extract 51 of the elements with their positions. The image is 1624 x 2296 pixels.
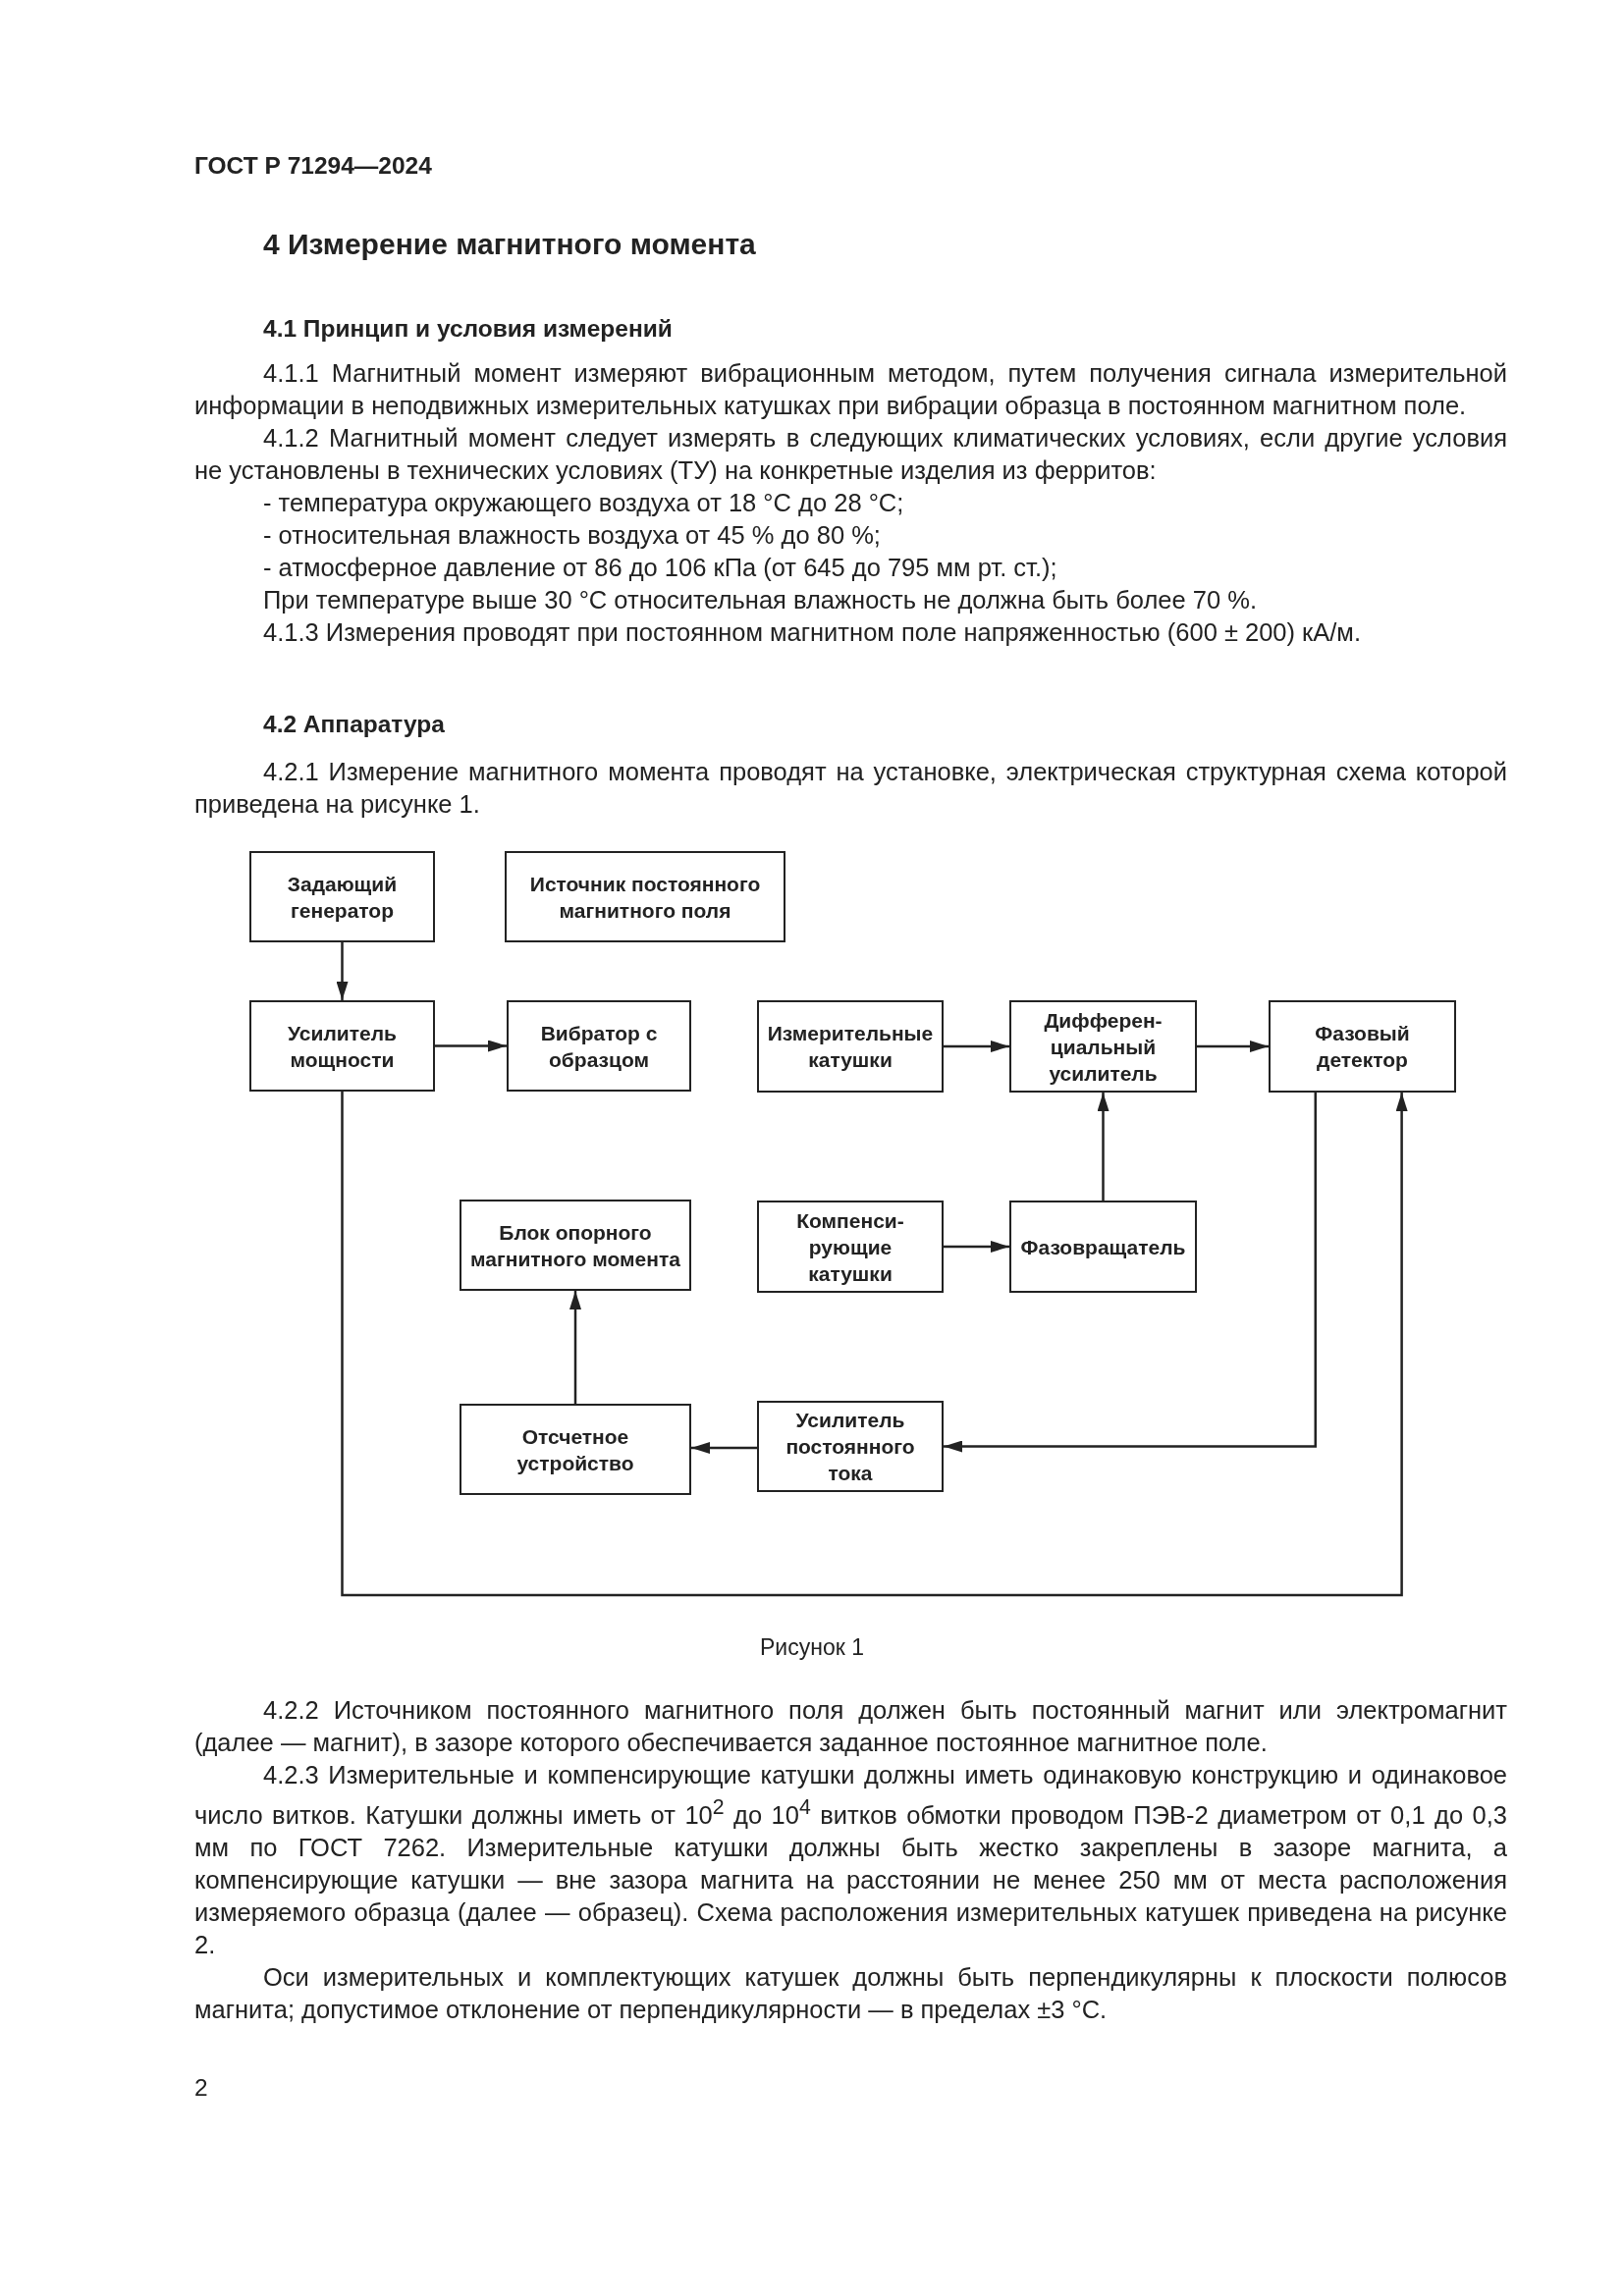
block-label: Измерительные катушки bbox=[766, 1021, 935, 1073]
paragraph: 4.1.2 Магнитный момент следует измерять в следующих климатических условиях, если другие условия не установлены в технических условиях (ТУ) на конкретные изделия из ферритов: bbox=[194, 423, 1507, 486]
block-label: Фазовый детектор bbox=[1314, 1021, 1411, 1073]
block-label: Усилитель мощности bbox=[287, 1020, 398, 1073]
arrow bbox=[944, 1041, 1009, 1052]
page-number: 2 bbox=[194, 2073, 208, 2103]
block-label: Отсчетное устройство bbox=[515, 1423, 635, 1476]
subsection-heading: 4.1 Принцип и условия измерений bbox=[263, 314, 673, 344]
block-box bbox=[1009, 1201, 1197, 1293]
block-box bbox=[505, 851, 785, 942]
list-item: При температуре выше 30 °С относительная влажность не должна быть более 70 %. bbox=[263, 585, 1258, 615]
block-label: Компенси- рующие катушки bbox=[795, 1207, 905, 1287]
paragraph: 4.1.3 Измерения проводят при постоянном магнитном поле напряженностью (600 ± 200) кА/м. bbox=[262, 617, 1362, 648]
block-box bbox=[249, 1000, 435, 1092]
arrow bbox=[435, 1040, 507, 1052]
list-item: - относительная влажность воздуха от 45 % до 80 %; bbox=[263, 520, 882, 551]
block-label: Источник постоянного магнитного поля bbox=[528, 871, 762, 924]
block-box bbox=[1269, 1000, 1456, 1093]
list-item: - атмосферное давление от 86 до 106 кПа (от 645 до 795 мм рт. ст.); bbox=[263, 553, 1058, 583]
block-box bbox=[507, 1000, 691, 1092]
block-label: Фазовращатель bbox=[1020, 1234, 1186, 1260]
block-label: Усилитель постоянного тока bbox=[785, 1408, 916, 1486]
block-label: Блок опорного магнитного момента bbox=[469, 1219, 681, 1272]
paragraph: Оси измерительных и комплектующих катушек должны быть перпендикулярны к плоскости полюсов магнита; допустимое отклонение от перпендикулярности — в пределах ±3 °С. bbox=[194, 1961, 1507, 2025]
block-label: Задающий генератор bbox=[286, 871, 399, 924]
list-item: - температура окружающего воздуха от 18 °С до 28 °С; bbox=[263, 488, 905, 518]
block-label: Дифферен- циальный усилитель bbox=[1043, 1007, 1164, 1087]
block-box bbox=[460, 1404, 691, 1495]
paragraph: 4.2.3 Измерительные и компенсирующие катушки должны иметь одинаковую конструкцию и одинаковое число витков. Катушки должны иметь от 10$^{2}$ до 10$^{4}$ витков обмотки проводом ПЭВ-2 диаметром от 0,1 до 0,3 мм по ГОСТ 7262. Измерительные катушки должны быть жестко закреплены в зазоре магнита, а компенсирующие катушки — вне зазора магнита на расстоянии не менее 250 мм от места расположения измеряемого образца (далее — образец). Схема расположения измерительных катушек приведена на рисунке 2. bbox=[194, 1760, 1507, 1960]
arrow bbox=[944, 1241, 1009, 1253]
arrow bbox=[944, 1093, 1317, 1453]
arrow bbox=[691, 1442, 757, 1454]
paragraph: 4.2.2 Источником постоянного магнитного поля должен быть постоянный магнит или электромагнит (далее — магнит), в зазоре которого обеспечивается заданное постоянное магнитное поле. bbox=[194, 1695, 1507, 1758]
arrow bbox=[336, 942, 349, 1000]
arrow bbox=[341, 1092, 1408, 1597]
block-box bbox=[757, 1000, 944, 1093]
paragraph: 4.2.1 Измерение магнитного момента проводят на установке, электрическая структурная схема которой приведена на рисунке 1. bbox=[194, 757, 1507, 820]
paragraph: 4.1.1 Магнитный момент измеряют вибрационным методом, путем получения сигнала измерительной информации в неподвижных измерительных катушках при вибрации образца в постоянном магнитном поле. bbox=[194, 358, 1507, 421]
block-box bbox=[1009, 1000, 1197, 1093]
arrow bbox=[1097, 1093, 1110, 1201]
arrow bbox=[569, 1291, 581, 1404]
arrow bbox=[1197, 1041, 1269, 1052]
subsection-heading: 4.2 Аппаратура bbox=[263, 710, 445, 739]
document-header: ГОСТ Р 71294—2024 bbox=[194, 151, 432, 181]
block-box bbox=[460, 1200, 691, 1291]
section-heading: 4 Измерение магнитного момента bbox=[263, 227, 756, 262]
figure-caption: Рисунок 1 bbox=[760, 1634, 864, 1660]
block-label: Вибратор с образцом bbox=[539, 1020, 659, 1073]
block-box bbox=[757, 1201, 944, 1293]
block-box bbox=[757, 1401, 944, 1492]
block-box bbox=[249, 851, 435, 942]
